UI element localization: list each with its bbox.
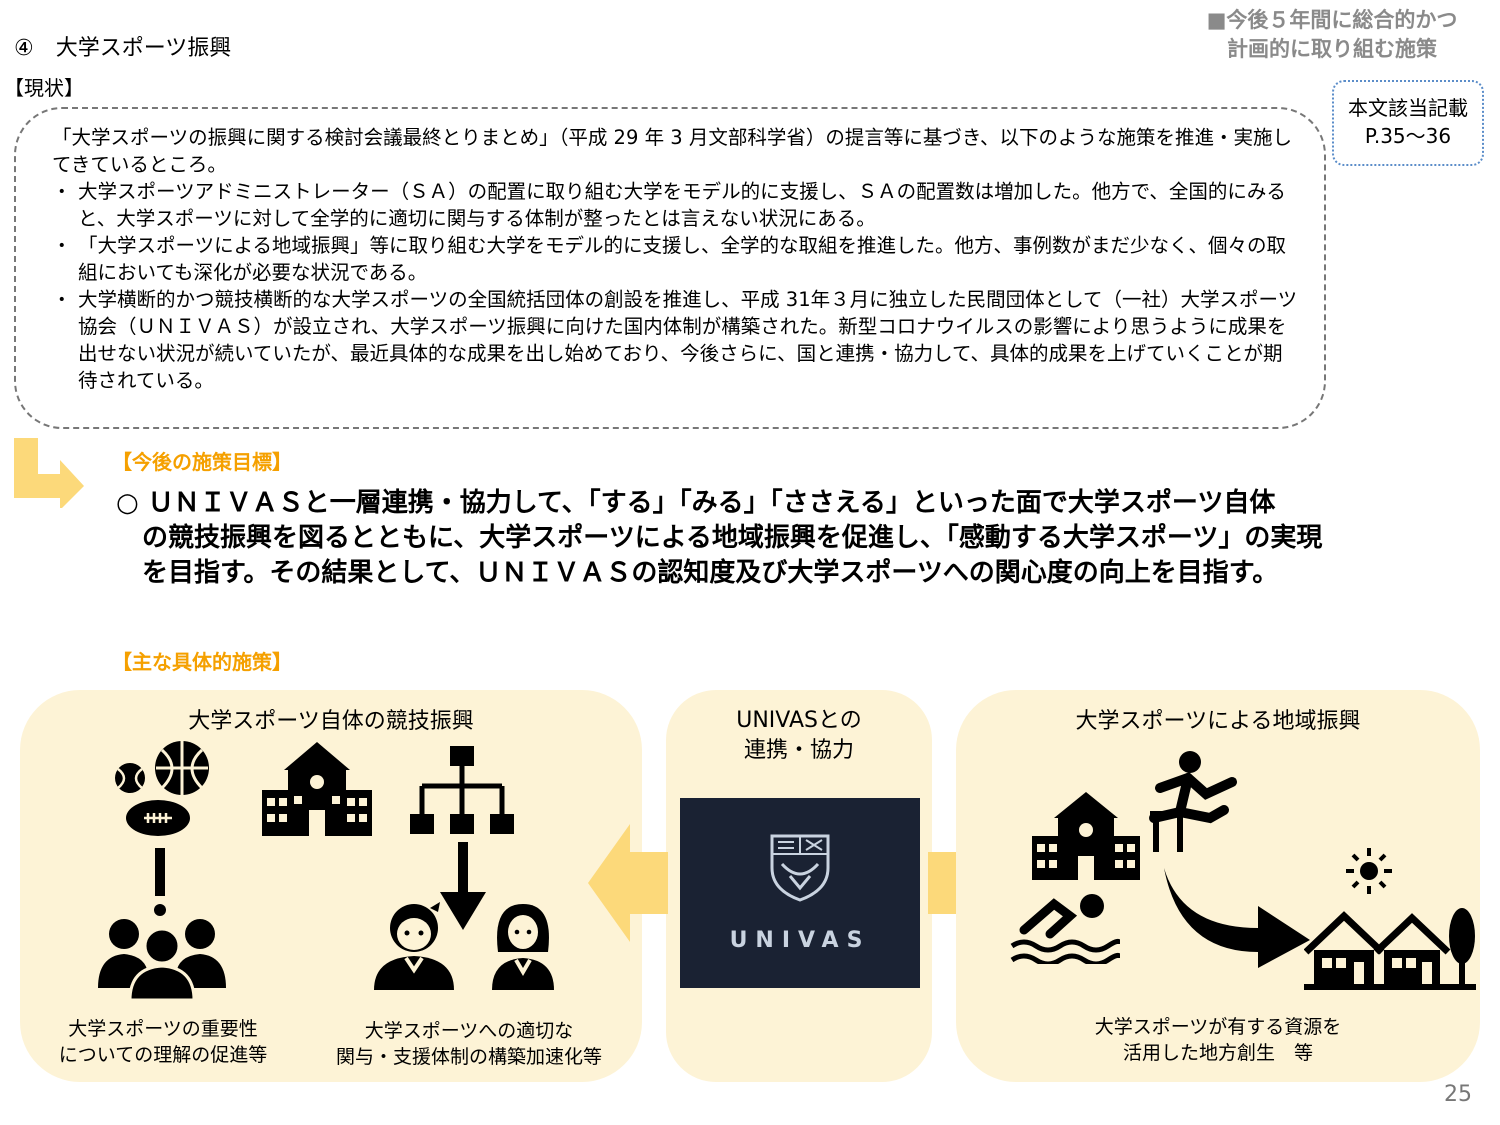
- goal-line3: を目指す。その結果として、ＵＮＩＶＡＳの認知度及び大学スポーツへの関心度の向上を…: [116, 558, 1279, 588]
- competition-panel-title: 大学スポーツ自体の競技振興: [188, 709, 474, 734]
- down-arrow-icon: [440, 842, 486, 930]
- sports-balls-icon: [115, 741, 209, 836]
- regional-panel-title: 大学スポーツによる地域振興: [1075, 709, 1361, 734]
- goal-line1: ○ ＵＮＩＶＡＳと一層連携・協力して、「する」「みる」「ささえる」といった面で大…: [116, 488, 1276, 518]
- org-chart-icon: [410, 746, 514, 834]
- univas-logo-text: UNIVAS: [729, 928, 871, 953]
- univas-shield-icon: [770, 834, 830, 902]
- school-building-icon: [262, 742, 372, 836]
- reference-line2: P.35～36: [1364, 124, 1452, 148]
- status-bullet: ・「大学スポーツによる地域振興」等に取り組む大学をモデル的に支援し、全学的な取組…: [52, 232, 1302, 286]
- bullet-text: 「大学スポーツによる地域振興」等に取り組む大学をモデル的に支援し、全学的な取組を…: [78, 234, 1287, 284]
- sun-icon: [1346, 848, 1392, 894]
- page-number: 25: [1444, 1082, 1472, 1107]
- status-label: 【現状】: [4, 76, 84, 100]
- univas-title-line2: 連携・協力: [743, 738, 854, 763]
- status-bullet: ・大学横断的かつ競技横断的な大学スポーツの全国統括団体の創設を推進し、平成 31…: [52, 286, 1302, 394]
- hurdle-runner-icon: [1149, 751, 1237, 852]
- plan-heading: ■今後５年間に総合的かつ 計画的に取り組む施策: [1182, 6, 1482, 64]
- goal-line2: の競技振興を図るとともに、大学スポーツによる地域振興を促進し、「感動する大学スポ…: [116, 523, 1323, 553]
- left-arrow-icon: [588, 824, 668, 942]
- caption-line: 大学スポーツが有する資源を: [1094, 1016, 1342, 1038]
- flow-arrow-icon: [14, 438, 84, 508]
- univas-title-line1: UNIVASとの: [736, 708, 862, 733]
- reference-line1: 本文該当記載: [1348, 96, 1468, 120]
- caption-line: についての理解の促進等: [58, 1044, 268, 1066]
- bullet-mark: ・: [52, 180, 72, 203]
- status-intro: 「大学スポーツの振興に関する検討会議最終とりまとめ」（平成 29 年 3 月文部…: [52, 126, 1293, 176]
- status-box: [14, 107, 1326, 429]
- section-title: ④ 大学スポーツ振興: [14, 36, 232, 61]
- status-text: 「大学スポーツの振興に関する検討会議最終とりまとめ」（平成 29 年 3 月文部…: [52, 124, 1302, 394]
- student-boy-icon: [374, 902, 454, 990]
- exclamation-icon: [154, 848, 166, 916]
- student-girl-icon: [492, 904, 554, 990]
- regional-panel: [956, 690, 1480, 1082]
- university-building-icon: [1032, 792, 1140, 880]
- univas-panel-title: UNIVASとの 連携・協力: [666, 706, 932, 766]
- bullet-mark: ・: [52, 288, 72, 311]
- curved-arrow-icon: [1164, 868, 1310, 968]
- caption-regional: 大学スポーツが有する資源を 活用した地方創生 等: [956, 1014, 1480, 1066]
- plan-heading-line2: 計画的に取り組む施策: [1227, 37, 1437, 61]
- caption-line: 活用した地方創生 等: [1122, 1042, 1313, 1064]
- status-bullet: ・大学スポーツアドミニストレーター（ＳＡ）の配置に取り組む大学をモデル的に支援し…: [52, 178, 1302, 232]
- measures-label: 【主な具体的施策】: [112, 650, 292, 674]
- caption-line: 関与・支援体制の構築加速化等: [335, 1046, 602, 1068]
- caption-line: 大学スポーツの重要性: [68, 1018, 258, 1040]
- swimmer-icon: [1010, 894, 1120, 964]
- people-group-icon: [98, 919, 226, 1000]
- bullet-text: 大学スポーツアドミニストレーター（ＳＡ）の配置に取り組む大学をモデル的に支援し、…: [78, 180, 1286, 230]
- caption-line: 大学スポーツへの適切な: [364, 1020, 574, 1042]
- caption-understanding: 大学スポーツの重要性 についての理解の促進等: [28, 1016, 298, 1068]
- houses-town-icon: [1304, 908, 1476, 990]
- reference-box: 本文該当記載 P.35～36: [1332, 80, 1484, 166]
- univas-logo: UNIVAS: [680, 798, 920, 988]
- goal-text: ○ ＵＮＩＶＡＳと一層連携・協力して、「する」「みる」「ささえる」といった面で大…: [116, 486, 1496, 591]
- goal-label: 【今後の施策目標】: [112, 450, 292, 474]
- bullet-mark: ・: [52, 234, 72, 257]
- bullet-text: 大学横断的かつ競技横断的な大学スポーツの全国統括団体の創設を推進し、平成 31年…: [78, 288, 1298, 392]
- caption-support-system: 大学スポーツへの適切な 関与・支援体制の構築加速化等: [314, 1018, 624, 1070]
- plan-heading-line1: ■今後５年間に総合的かつ: [1206, 8, 1458, 32]
